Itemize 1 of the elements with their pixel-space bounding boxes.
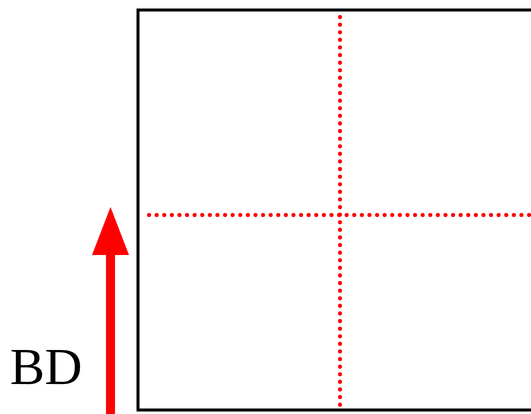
direction-label: BD — [10, 338, 82, 398]
